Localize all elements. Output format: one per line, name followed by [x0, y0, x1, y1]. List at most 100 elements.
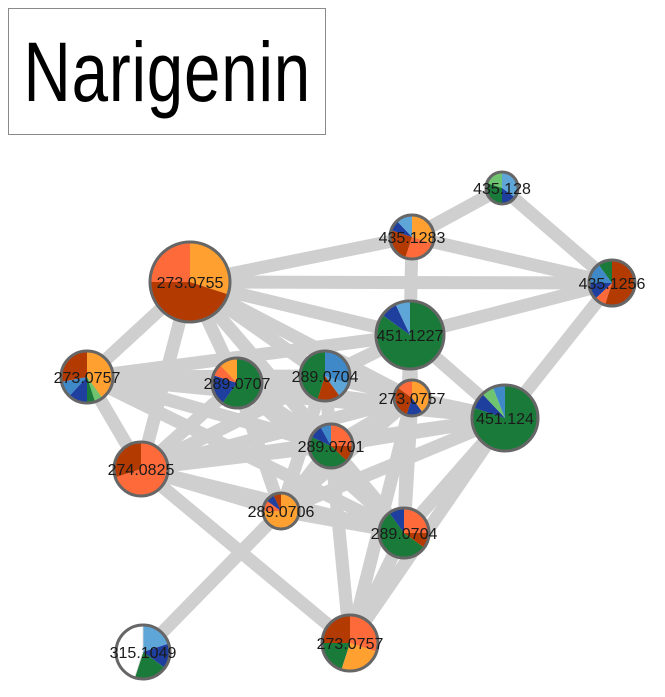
node-slice	[406, 398, 423, 416]
node-slice	[322, 615, 350, 643]
node-slice	[320, 424, 331, 446]
node-slice	[375, 301, 444, 370]
edge-n11-n12	[134, 439, 338, 476]
node-border	[59, 349, 115, 405]
node-label: 435.128	[473, 181, 531, 198]
node-border	[112, 440, 170, 498]
node-n11[interactable]: 289.0701	[298, 422, 365, 470]
edge-n4-n9	[183, 275, 419, 405]
node-slice	[300, 351, 325, 400]
node-border	[210, 356, 264, 410]
node-slice	[604, 260, 635, 306]
node-slice	[115, 442, 169, 497]
node-slice	[486, 172, 502, 188]
node-slice	[61, 351, 87, 382]
node-slice	[273, 493, 281, 511]
node-slice	[317, 376, 340, 401]
node-border	[484, 170, 520, 206]
node-slice	[391, 220, 412, 237]
node-slice	[389, 508, 404, 533]
node-n7[interactable]: 289.0707	[204, 356, 271, 410]
node-n2[interactable]: 435.1283	[379, 213, 446, 261]
node-slice	[143, 625, 169, 652]
node-label: 289.0704	[371, 526, 438, 543]
node-slice	[331, 446, 353, 462]
node-slice	[134, 652, 165, 679]
node-border	[307, 422, 355, 470]
node-n1[interactable]: 435.128	[473, 170, 531, 206]
node-slice	[222, 358, 262, 409]
edge-n11-n16	[324, 439, 357, 650]
node-border	[587, 258, 637, 308]
node-slice	[322, 643, 350, 670]
node-label: 273.0755	[157, 275, 224, 292]
node-label: 315.1049	[110, 645, 177, 662]
node-n13[interactable]: 289.0706	[248, 491, 315, 531]
node-slice	[379, 512, 425, 558]
node-label: 451.1227	[377, 328, 444, 345]
node-border	[392, 378, 432, 418]
node-n4[interactable]: 273.0755	[148, 240, 232, 324]
node-slice	[61, 377, 87, 396]
node-slice	[350, 615, 378, 652]
node-slice	[325, 351, 350, 384]
node-border	[470, 383, 540, 453]
node-label: 451.124	[476, 411, 534, 428]
node-slice	[219, 358, 237, 383]
node-slice	[473, 393, 505, 418]
edge-n5-n6	[80, 328, 417, 384]
node-n6[interactable]: 273.0757	[54, 349, 121, 405]
node-slice	[263, 500, 281, 511]
node-n8[interactable]: 289.0704	[292, 349, 359, 403]
node-slice	[331, 424, 353, 446]
node-n3[interactable]: 435.1256	[579, 258, 646, 308]
node-slice	[382, 304, 410, 335]
node-n15[interactable]: 315.1049	[110, 623, 177, 681]
node-slice	[404, 508, 429, 533]
node-slice	[190, 242, 231, 295]
node-slice	[598, 260, 612, 283]
node-n12[interactable]: 274.0825	[108, 440, 175, 498]
edge-n3-n4	[183, 275, 619, 290]
node-label: 273.0757	[317, 636, 384, 653]
node-slice	[69, 377, 87, 403]
node-label: 289.0704	[292, 369, 359, 386]
node-label: 289.0701	[298, 439, 365, 456]
node-border	[377, 506, 431, 560]
node-slice	[266, 494, 281, 511]
node-n10[interactable]: 451.124	[470, 383, 540, 453]
node-slice	[492, 385, 505, 418]
node-n9[interactable]: 273.0757	[379, 378, 446, 418]
node-slice	[87, 377, 96, 403]
node-slice	[114, 442, 141, 478]
node-border	[298, 349, 352, 403]
node-slice	[213, 364, 237, 383]
node-slice	[472, 385, 539, 451]
node-n5[interactable]: 451.1227	[374, 299, 446, 371]
node-slice	[412, 215, 435, 244]
node-slice	[589, 283, 612, 299]
node-label: 273.0757	[379, 391, 446, 408]
node-border	[320, 613, 380, 673]
node-slice	[404, 533, 429, 548]
node-slice	[325, 376, 349, 397]
node-layer: 435.128 435.1283 435.1256 273.0755 451.1227 2…	[54, 170, 646, 681]
node-slice	[308, 436, 348, 469]
edge-n2-n3	[405, 230, 619, 290]
node-border	[374, 299, 446, 371]
node-border	[114, 623, 172, 681]
node-slice	[87, 351, 114, 399]
node-label: 273.0757	[54, 370, 121, 387]
node-slice	[396, 215, 412, 237]
node-border	[388, 213, 436, 261]
edge-n10-n13	[274, 411, 512, 518]
node-slice	[143, 643, 170, 668]
node-border	[261, 491, 301, 531]
node-slice	[150, 282, 229, 323]
node-n14[interactable]: 289.0704	[371, 506, 438, 560]
node-n16[interactable]: 273.0757	[317, 613, 384, 673]
node-slice	[482, 387, 505, 418]
node-label: 435.1283	[379, 230, 446, 247]
node-label: 274.0825	[108, 462, 175, 479]
